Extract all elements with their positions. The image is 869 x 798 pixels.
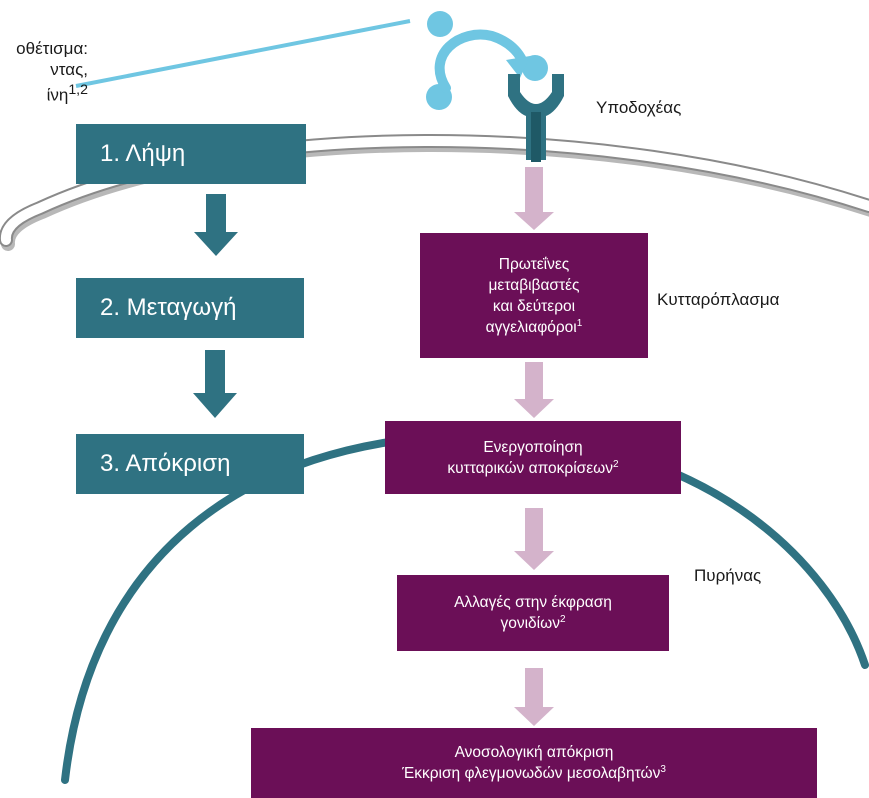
ligand-pointer-line bbox=[75, 19, 411, 88]
step-response: 3. Απόκριση bbox=[76, 434, 304, 494]
box-immune-response-line-1: Ανοσολογική απόκριση bbox=[454, 744, 614, 761]
box-transducer-proteins-line-2: μεταβιβαστές bbox=[488, 276, 580, 294]
receptor-label: Υποδοχέας bbox=[596, 98, 682, 117]
step-arrow-1 bbox=[194, 194, 238, 256]
pathway-arrow-1 bbox=[514, 167, 554, 230]
box-cell-response-activation: Ενεργοποίηση κυτταρικών αποκρίσεων2 bbox=[385, 421, 681, 494]
pathway-arrow-3 bbox=[514, 508, 554, 570]
receptor-icon bbox=[508, 74, 564, 162]
box-gene-expression-changes-line-1: Αλλαγές στην έκφραση bbox=[454, 594, 612, 611]
step-reception: 1. Λήψη bbox=[76, 124, 306, 184]
step-transduction: 2. Μεταγωγή bbox=[76, 278, 304, 338]
step-response-label: 3. Απόκριση bbox=[100, 450, 231, 477]
nucleus-label: Πυρήνας bbox=[694, 566, 762, 585]
ligand-description: οθέτισμα: ντας, ίνη1,2 bbox=[16, 38, 88, 106]
box-gene-expression-changes: Αλλαγές στην έκφραση γονιδίων2 bbox=[397, 575, 669, 651]
box-transducer-proteins: Πρωτεΐνες μεταβιβαστές και δεύτεροι αγγε… bbox=[420, 233, 648, 358]
box-cell-response-activation-line-1: Ενεργοποίηση bbox=[483, 438, 583, 456]
ligand-line-2: ντας, bbox=[50, 60, 88, 79]
box-transducer-proteins-line-1: Πρωτεΐνες bbox=[498, 255, 570, 273]
ligand-line-3: ίνη1,2 bbox=[46, 82, 88, 105]
box-immune-response: Ανοσολογική απόκριση Έκκριση φλεγμονωδών… bbox=[251, 728, 817, 798]
ligand-line-1: οθέτισμα: bbox=[16, 39, 88, 58]
box-immune-response-line-2: Έκκριση φλεγμονωδών μεσολαβητών3 bbox=[402, 763, 666, 782]
step-arrow-2 bbox=[193, 350, 237, 418]
box-gene-expression-changes-line-2: γονιδίων2 bbox=[500, 613, 566, 632]
step-reception-label: 1. Λήψη bbox=[100, 140, 186, 167]
box-transducer-proteins-line-4: αγγελιαφόροι1 bbox=[485, 317, 583, 336]
pathway-arrow-2 bbox=[514, 362, 554, 418]
box-transducer-proteins-line-3: και δεύτεροι bbox=[492, 297, 576, 315]
cytoplasm-label: Κυτταρόπλασμα bbox=[657, 290, 780, 309]
pathway-arrow-4 bbox=[514, 668, 554, 726]
ligand-icon bbox=[426, 11, 548, 110]
box-cell-response-activation-line-2: κυτταρικών αποκρίσεων2 bbox=[447, 458, 619, 477]
step-transduction-label: 2. Μεταγωγή bbox=[100, 294, 237, 321]
